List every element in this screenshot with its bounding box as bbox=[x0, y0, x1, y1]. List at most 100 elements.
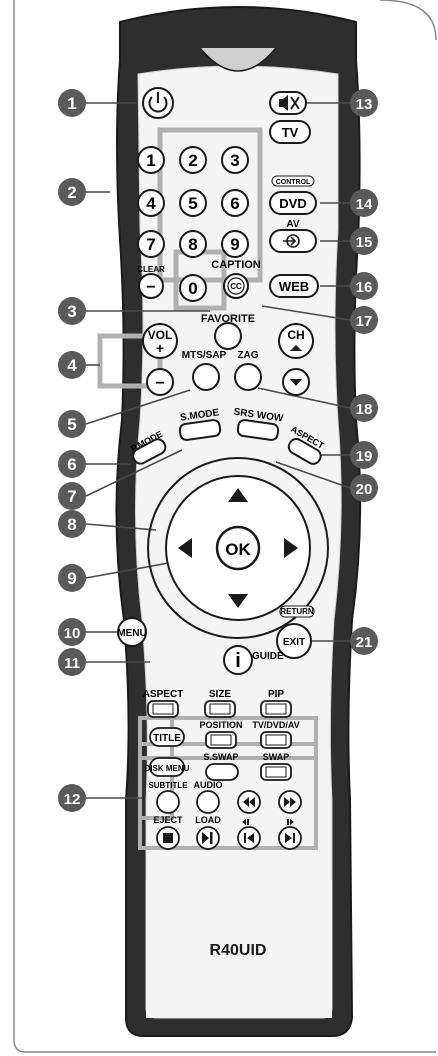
channel-down-button[interactable] bbox=[282, 368, 310, 396]
av-button[interactable] bbox=[269, 229, 317, 253]
control-label: CONTROL bbox=[276, 179, 311, 186]
previous-button[interactable] bbox=[237, 826, 261, 850]
pip-button[interactable] bbox=[260, 700, 292, 718]
title-button[interactable]: TITLE bbox=[149, 727, 185, 747]
exit-label: EXIT bbox=[283, 637, 305, 648]
dash-button[interactable]: − bbox=[138, 273, 164, 299]
callout-5-number: 5 bbox=[67, 415, 76, 434]
next-button[interactable] bbox=[278, 826, 302, 850]
size-label: SIZE bbox=[209, 689, 232, 700]
s-swap-button[interactable] bbox=[205, 763, 239, 781]
audio-button[interactable] bbox=[196, 790, 220, 814]
tv-label: TV bbox=[282, 125, 299, 140]
digit-7-label: 7 bbox=[146, 235, 155, 254]
digit-3-label: 3 bbox=[230, 151, 239, 170]
caption-label: CAPTION bbox=[211, 259, 261, 271]
digit-4-label: 4 bbox=[146, 194, 156, 213]
dash-label: − bbox=[146, 279, 155, 296]
exit-button[interactable]: EXIT bbox=[276, 623, 312, 659]
tv-dvd-av-label: TV/DVD/AV bbox=[252, 720, 299, 730]
digit-6-label: 6 bbox=[230, 194, 239, 213]
page-frame-corner bbox=[379, 0, 437, 41]
p-mode-button[interactable] bbox=[131, 437, 168, 466]
dvd-button[interactable]: DVD bbox=[269, 191, 317, 215]
menu-button[interactable]: MENU bbox=[117, 617, 147, 647]
swap-label: SWAP bbox=[263, 752, 290, 762]
tv-dvd-av-button[interactable] bbox=[260, 731, 292, 749]
mts-sap-button[interactable] bbox=[192, 363, 220, 391]
callout-5: 5 bbox=[58, 410, 86, 438]
vol-label: VOL bbox=[148, 328, 173, 342]
s-swap-label: S.SWAP bbox=[203, 752, 238, 762]
subtitle-button[interactable] bbox=[156, 790, 180, 814]
subtitle-label: SUBTITLE bbox=[148, 781, 188, 790]
power-button[interactable] bbox=[142, 87, 174, 119]
callout-12-number: 12 bbox=[64, 791, 81, 808]
channel-up-icon bbox=[290, 345, 302, 351]
digit-5-label: 5 bbox=[188, 194, 197, 213]
swap-button[interactable] bbox=[260, 763, 292, 781]
digit-0-button[interactable]: 0 bbox=[179, 274, 207, 302]
callout-15: 15 bbox=[350, 227, 378, 255]
leader-17 bbox=[261, 305, 351, 321]
digit-9-button[interactable]: 9 bbox=[221, 230, 249, 258]
digit-3-button[interactable]: 3 bbox=[221, 146, 249, 174]
mute-button[interactable] bbox=[269, 91, 307, 115]
digit-6-button[interactable]: 6 bbox=[221, 189, 249, 217]
size-button[interactable] bbox=[204, 700, 236, 718]
callout-1-number: 1 bbox=[67, 94, 76, 113]
digit-0-label: 0 bbox=[188, 279, 197, 298]
size-icon bbox=[209, 703, 231, 715]
disk-menu-button[interactable]: DISK MENU bbox=[145, 757, 190, 777]
digit-4-button[interactable]: 4 bbox=[137, 189, 165, 217]
tv-button[interactable]: TV bbox=[269, 120, 311, 144]
number-keypad: 1 2 3 4 5 6 7 8 9 0 bbox=[137, 146, 249, 302]
callout-19-number: 19 bbox=[356, 448, 373, 465]
callout-19: 19 bbox=[350, 441, 378, 469]
srs-wow-button[interactable] bbox=[236, 419, 280, 441]
power-icon bbox=[148, 96, 168, 113]
channel-up-button[interactable]: CH bbox=[278, 323, 314, 359]
volume-up-button[interactable]: VOL + bbox=[142, 323, 178, 359]
up-arrow-button[interactable] bbox=[228, 488, 248, 502]
favorite-label: FAVORITE bbox=[201, 313, 255, 325]
digit-5-button[interactable]: 5 bbox=[179, 189, 207, 217]
caption-button[interactable]: CC bbox=[223, 273, 249, 299]
digit-2-button[interactable]: 2 bbox=[179, 146, 207, 174]
aspect-top-button[interactable] bbox=[286, 436, 323, 466]
right-arrow-button[interactable] bbox=[284, 538, 298, 558]
stop-button[interactable] bbox=[156, 826, 180, 850]
aspect-button[interactable] bbox=[147, 700, 179, 718]
title-label: TITLE bbox=[153, 733, 181, 744]
callout-6: 6 bbox=[58, 450, 86, 478]
fast-forward-button[interactable] bbox=[278, 790, 302, 814]
callout-3-number: 3 bbox=[67, 302, 76, 321]
fast-forward-icon bbox=[284, 797, 296, 807]
ok-button[interactable]: OK bbox=[215, 525, 261, 571]
digit-1-button[interactable]: 1 bbox=[137, 146, 165, 174]
position-button[interactable] bbox=[205, 731, 237, 749]
play-pause-button[interactable] bbox=[196, 826, 220, 850]
favorite-button[interactable] bbox=[214, 322, 242, 350]
callout-1: 1 bbox=[58, 89, 86, 117]
left-arrow-button[interactable] bbox=[178, 538, 192, 558]
callout-14-number: 14 bbox=[356, 196, 373, 213]
digit-8-label: 8 bbox=[188, 235, 197, 254]
swap-icon bbox=[265, 766, 287, 778]
digit-1-label: 1 bbox=[146, 151, 155, 170]
leader-5 bbox=[85, 389, 191, 425]
step-back-icon bbox=[242, 819, 246, 825]
s-mode-button[interactable] bbox=[178, 419, 222, 441]
aspect-label: ASPECT bbox=[143, 689, 184, 700]
volume-down-button[interactable]: − bbox=[146, 368, 174, 396]
rewind-button[interactable] bbox=[237, 790, 261, 814]
digit-8-button[interactable]: 8 bbox=[179, 230, 207, 258]
callout-10-number: 10 bbox=[64, 625, 81, 642]
digit-7-button[interactable]: 7 bbox=[137, 230, 165, 258]
down-arrow-button[interactable] bbox=[228, 594, 248, 608]
callout-20: 20 bbox=[350, 474, 378, 502]
zag-button[interactable] bbox=[234, 363, 262, 391]
web-button[interactable]: WEB bbox=[269, 274, 319, 298]
info-button[interactable]: i bbox=[223, 645, 253, 675]
